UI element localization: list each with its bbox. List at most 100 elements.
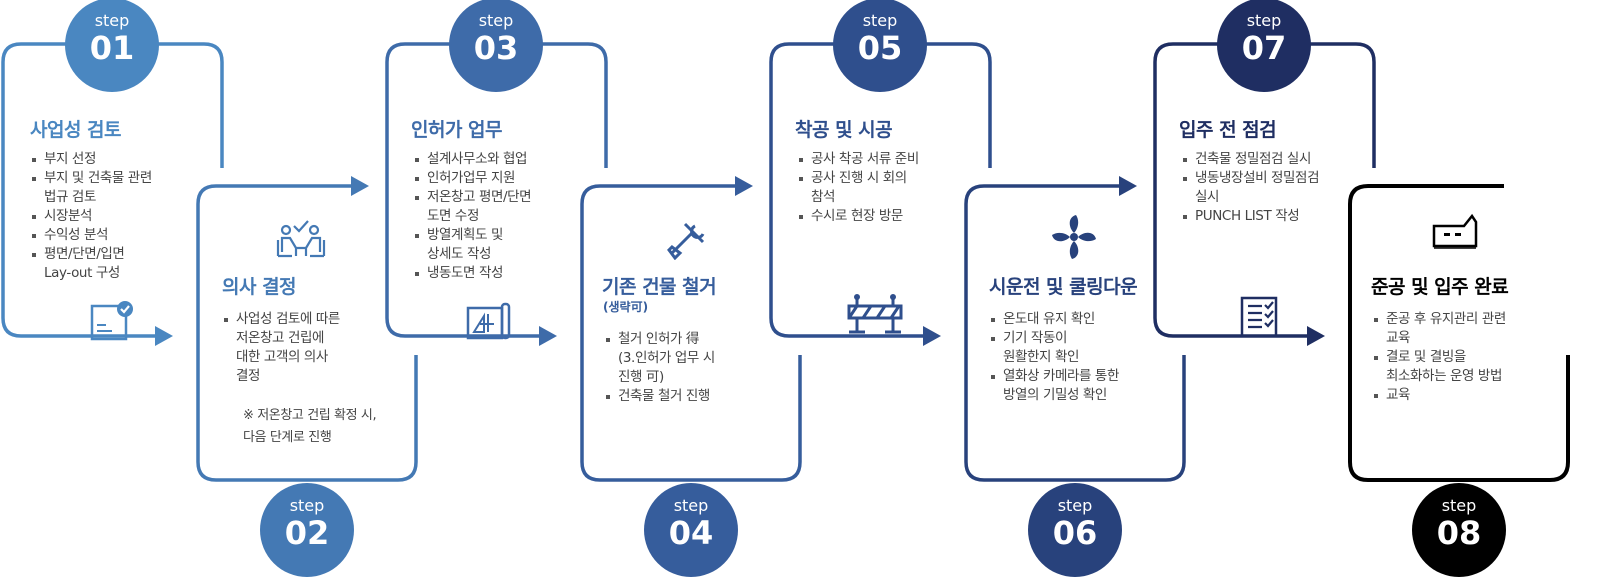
step-label: step xyxy=(478,11,514,30)
step-title: 기존 건물 철거 xyxy=(602,276,717,298)
bullet-item: 최소화하는 운영 방법 xyxy=(1386,368,1502,384)
bullet-item: 준공 후 유지관리 관련 xyxy=(1372,310,1506,329)
note-line: ※ 저온창고 건립 확정 시, xyxy=(243,408,377,423)
step-label: step xyxy=(1246,11,1282,30)
bullet-item: 법규 검토 xyxy=(44,189,96,205)
bullet-item: 도면 수정 xyxy=(427,208,479,224)
bullet-item: 상세도 작성 xyxy=(427,246,491,262)
checklist-icon xyxy=(1240,296,1280,344)
step-05-frame xyxy=(769,42,992,346)
step-number: 04 xyxy=(668,514,714,552)
arrow-right-icon xyxy=(923,326,941,346)
box-outline xyxy=(1348,184,1570,482)
bullet-item: 실시 xyxy=(1195,189,1220,205)
box-outline xyxy=(1,42,224,338)
document-check-icon xyxy=(90,300,136,346)
step-subtitle: (생략可) xyxy=(603,300,649,314)
tools-icon xyxy=(665,220,709,264)
bullet-item: 저온창고 건립에 xyxy=(236,330,325,346)
bullet-item: 진행 可) xyxy=(618,369,664,385)
fan-icon xyxy=(1050,213,1098,265)
bullet-item: 열화상 카메라를 통한 xyxy=(989,367,1119,386)
step-title: 시운전 및 쿨링다운 xyxy=(989,276,1138,298)
bullet-item: 결정 xyxy=(236,368,261,384)
step-04-frame xyxy=(580,176,802,482)
step-title: 사업성 검토 xyxy=(30,119,122,141)
arrow-right-icon xyxy=(155,326,173,346)
step-02-frame xyxy=(196,176,418,482)
box-outline xyxy=(580,184,802,482)
bullet-item: 대한 고객의 의사 xyxy=(236,349,328,365)
bullet-item: 건축물 정밀점검 실시 xyxy=(1181,150,1319,169)
step-number: 06 xyxy=(1052,514,1098,552)
step-label: step xyxy=(289,496,325,515)
bullet-item: 인허가업무 지원 xyxy=(413,169,531,188)
bullet-item: 설계사무소와 협업 xyxy=(413,150,531,169)
step-number: 02 xyxy=(284,514,330,552)
bullet-item: 철거 인허가 得 xyxy=(604,330,715,349)
bullet-item: 부지 선정 xyxy=(30,150,152,169)
arrow-right-icon xyxy=(1119,176,1137,196)
step-number: 07 xyxy=(1241,29,1287,67)
arrow-right-icon xyxy=(1307,326,1325,346)
bullet-item: PUNCH LIST 작성 xyxy=(1181,207,1319,226)
bullet-item: 부지 및 건축물 관련 xyxy=(30,169,152,188)
step-number: 01 xyxy=(89,29,135,67)
bullet-item: 냉동도면 작성 xyxy=(413,264,531,283)
step-title: 인허가 업무 xyxy=(411,119,503,141)
bullet-item: 방열계획도 및 xyxy=(413,226,531,245)
bullet-item: 기기 작동이 xyxy=(989,329,1119,348)
bullet-item: 저온창고 평면/단면 xyxy=(413,188,532,207)
step-08-frame xyxy=(1348,184,1570,482)
step-label: step xyxy=(673,496,709,515)
step-07-frame xyxy=(1153,42,1376,346)
step-number: 03 xyxy=(473,29,519,67)
step-title: 입주 전 점검 xyxy=(1179,119,1277,141)
bullet-item: Lay-out 구성 xyxy=(44,265,120,281)
bullet-item: 참석 xyxy=(811,189,836,205)
bullet-item: 교육 xyxy=(1386,330,1411,346)
step-note: ※ 저온창고 건립 확정 시, 다음 단계로 진행 xyxy=(229,405,377,449)
meeting-people-icon xyxy=(276,218,326,262)
bullet-item: 시장분석 xyxy=(30,207,152,226)
box-outline xyxy=(385,42,608,338)
step-title: 준공 및 입주 완료 xyxy=(1371,276,1509,298)
note-line: 다음 단계로 진행 xyxy=(243,430,332,445)
bullet-item: 평면/단면/입면 xyxy=(30,245,152,264)
bullet-item: 원활한지 확인 xyxy=(1003,349,1080,365)
bullet-item: 결로 및 결빙을 xyxy=(1372,348,1506,367)
arrow-right-icon xyxy=(539,326,557,346)
step-number: 08 xyxy=(1436,514,1482,552)
step-label: step xyxy=(1441,496,1477,515)
bullet-item: 수익성 분석 xyxy=(30,226,152,245)
box-outline xyxy=(769,42,992,338)
bullet-item: 사업성 검토에 따른 xyxy=(222,310,340,329)
step-label: step xyxy=(1057,496,1093,515)
bullet-item: 공사 착공 서류 준비 xyxy=(797,150,919,169)
arrow-right-icon xyxy=(735,176,753,196)
box-outline xyxy=(964,184,1186,482)
box-outline xyxy=(196,184,418,482)
step-label: step xyxy=(94,11,130,30)
bullet-item: 냉동냉장설비 정밀점검 xyxy=(1181,169,1319,188)
step-03-frame xyxy=(385,42,608,346)
step-01-frame xyxy=(1,42,224,346)
factory-icon xyxy=(1432,212,1478,254)
step-title: 의사 결정 xyxy=(222,276,297,298)
bullet-item: 온도대 유지 확인 xyxy=(989,310,1119,329)
box-outline xyxy=(1153,42,1376,338)
